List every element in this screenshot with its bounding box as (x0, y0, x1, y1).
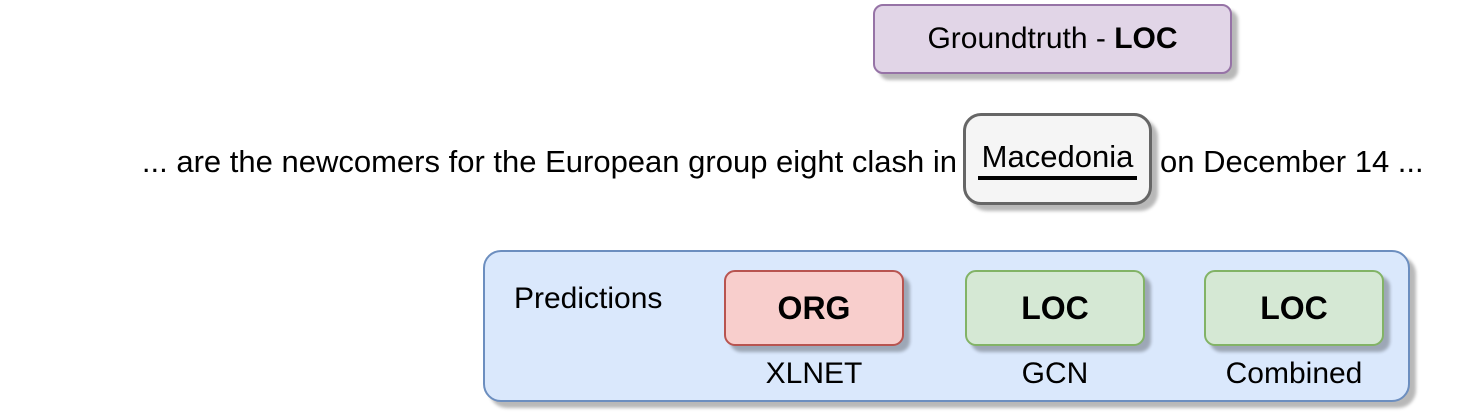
prediction-tag-box-2: LOC (1204, 270, 1384, 346)
groundtruth-prefix: Groundtruth - (927, 22, 1115, 55)
groundtruth-label: LOC (1114, 22, 1178, 55)
prediction-model-label-1: GCN (1021, 357, 1089, 390)
predictions-container: Predictions ORG LOC LOC XLNET GCN Combin… (483, 250, 1410, 402)
prediction-tag-box-0: ORG (724, 270, 904, 346)
entity-box: Macedonia (963, 113, 1152, 205)
prediction-model-label-2: Combined (1225, 357, 1363, 390)
predictions-title: Predictions (514, 282, 663, 315)
sentence-before: ... are the newcomers for the European g… (141, 144, 957, 179)
prediction-tag-box-1: LOC (965, 270, 1145, 346)
prediction-model-label-0: XLNET (765, 357, 863, 390)
groundtruth-box: Groundtruth - LOC (873, 4, 1232, 74)
entity-word: Macedonia (977, 139, 1138, 180)
sentence-after: on December 14 ... (1160, 144, 1424, 179)
